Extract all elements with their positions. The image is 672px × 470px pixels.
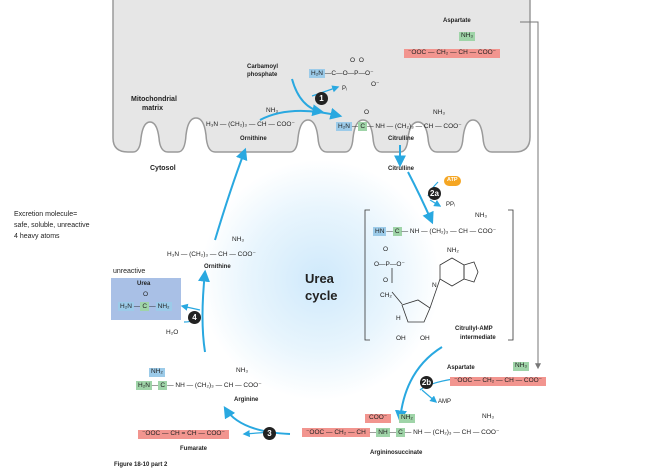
ornithine-matrix-name: Ornithine (240, 136, 267, 142)
ornithine-cytosol-name: Ornithine (204, 264, 231, 270)
citrullyl-ch2: CH₂ (380, 292, 392, 299)
citrullyl-n: N (432, 282, 437, 289)
adenine-structure (391, 257, 479, 323)
citrullyl-h: H (396, 315, 401, 322)
step-3-badge: 3 (263, 427, 276, 440)
citrulline-matrix-formula: H₂N—C— NH — (CH₂)₃ — CH — COO⁻ (336, 122, 462, 131)
argininosuccinate-nh3: NH₃ (482, 413, 495, 420)
fumarate-formula: ⁻OOC — CH = CH — COO⁻ (138, 430, 229, 439)
carbamoyl-formula: H₂N—C—O—P—O⁻ (309, 69, 374, 78)
excretion-note-line-1: Excretion molecule= (14, 211, 78, 218)
citrullyl-formula: HN—C— NH — (CH₂)₃ — CH — COO⁻ (373, 227, 497, 236)
cycle-title-1: Urea (305, 271, 334, 286)
arginine-formula: H₂N—C— NH — (CH₂)₃ — CH — COO⁻ (136, 381, 262, 390)
arginine-nh2-top: NH₂ (149, 368, 165, 377)
citrullyl-phosphate: O—P—O⁻ (374, 261, 405, 268)
citrullyl-o2: O (383, 277, 389, 284)
ornithine-matrix-nh3: NH₃ (266, 107, 279, 114)
carbamoyl-name-1: Carbamoyl (247, 64, 279, 70)
step-1-badge: 1 (315, 92, 328, 105)
aspartate-top-nh3: NH₃ (459, 32, 476, 41)
citrullyl-o: O (383, 246, 389, 253)
citrulline-matrix-nh3: NH₃ (433, 109, 446, 116)
cycle-glow (200, 160, 440, 400)
ppi: PPᵢ (446, 202, 455, 208)
aspartate-bottom-nh3: NH₃ (513, 362, 530, 371)
excretion-note-line-3: 4 heavy atoms (14, 233, 60, 240)
unreactive-label: unreactive (113, 268, 146, 275)
step-2b-badge: 2b (420, 376, 433, 389)
argininosuccinate-formula: ⁻OOC — CH₂ — CH—NH—C— NH — (CH₂)₃ — CH —… (302, 428, 499, 437)
urea-box (111, 278, 181, 320)
carbamoyl-bottom: O⁻ (371, 81, 380, 88)
atp-badge: ATP (444, 176, 461, 186)
urea-name: Urea (137, 281, 151, 287)
citrulline-matrix-name: Citrulline (388, 136, 415, 142)
arginine-name: Arginine (234, 397, 259, 403)
aspartate-top-formula: ⁻OOC — CH₂ — CH — COO⁻ (404, 49, 501, 58)
cycle-title-2: cycle (305, 288, 338, 303)
citrullyl-name-2: intermediate (460, 335, 496, 341)
aspartate-bottom-formula: ⁻OOC — CH₂ — CH — COO⁻ (450, 377, 547, 386)
citrullyl-nh2: NH₂ (447, 247, 459, 254)
argininosuccinate-coo: COO⁻ (365, 414, 392, 423)
aspartate-top-name: Aspartate (443, 18, 471, 24)
region-label-matrix-1: Mitochondrial (131, 96, 177, 103)
pi-1: Pᵢ (342, 86, 347, 92)
citrulline-cytosol-name: Citrulline (388, 166, 415, 172)
citrullyl-oh1: OH (396, 335, 406, 342)
carbamoyl-name-2: phosphate (247, 72, 278, 78)
argininosuccinate-name: Argininosuccinate (370, 450, 423, 456)
urea-formula: H₂N—C—NH₂ (118, 302, 172, 311)
urea-o: O (143, 291, 149, 298)
citrullyl-nh3: NH₃ (475, 212, 488, 219)
region-label-matrix-2: matrix (142, 105, 164, 112)
ornithine-cytosol-nh3: NH₃ (232, 236, 245, 243)
ornithine-matrix-formula: H₃N — (CH₂)₃ — CH — COO⁻ (206, 121, 295, 128)
arginine-nh3: NH₃ (236, 367, 249, 374)
water: H₂O (166, 329, 179, 336)
aspartate-bottom-name: Aspartate (447, 365, 475, 371)
carbamoyl-top: O O (350, 57, 365, 64)
ornithine-cytosol-formula: H₃N — (CH₂)₃ — CH — COO⁻ (167, 251, 256, 258)
region-label-cytosol: Cytosol (150, 165, 176, 172)
excretion-note-line-2: safe, soluble, unreactive (14, 222, 90, 229)
citrullyl-name-1: Citrullyl-AMP (455, 326, 493, 332)
amp: AMP (438, 399, 452, 405)
step-4-badge: 4 (188, 311, 201, 324)
figure-caption: Figure 18-10 part 2 (114, 462, 168, 468)
argininosuccinate-nh2: NH₂ (399, 414, 415, 423)
fumarate-name: Fumarate (180, 446, 208, 452)
citrullyl-oh2: OH (420, 335, 430, 342)
step-2a-badge: 2a (428, 187, 441, 200)
citrulline-matrix-o: O (364, 109, 370, 116)
